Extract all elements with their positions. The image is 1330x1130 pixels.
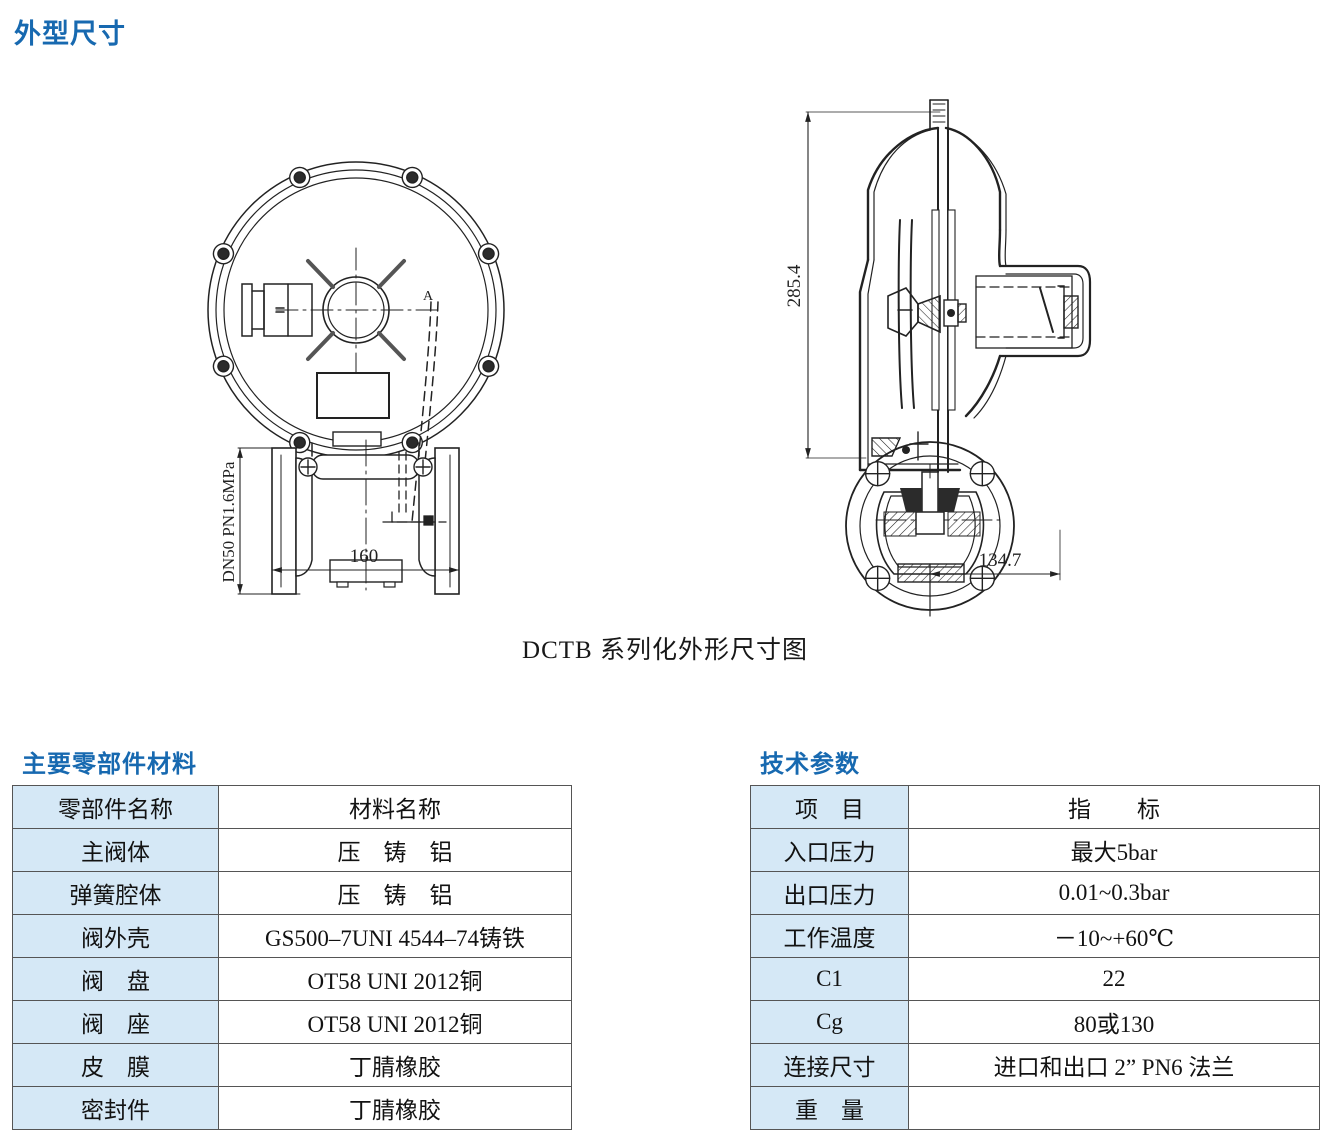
tech-key: Cg xyxy=(750,1000,909,1044)
dimension-134-label: 134.7 xyxy=(979,550,1022,571)
materials-value: GS500–7UNI 4544–74铸铁 xyxy=(218,914,572,958)
page-title: 外型尺寸 xyxy=(14,19,126,49)
tech-value: 22 xyxy=(908,957,1320,1001)
tech-value: 80或130 xyxy=(908,1000,1320,1044)
materials-value: 压 铸 铝 xyxy=(218,828,572,872)
tech-value: 0.01~0.3bar xyxy=(908,871,1320,915)
table-row: 阀外壳 GS500–7UNI 4544–74铸铁 xyxy=(12,914,572,958)
tech-params-section: 技术参数 项 目 指 标 入口压力 最大5bar 出口压力 0.01~0.3ba… xyxy=(750,744,1320,1130)
tech-key: 出口压力 xyxy=(750,871,909,915)
materials-value: 丁腈橡胶 xyxy=(218,1043,572,1087)
left-view-spring-housing: A xyxy=(207,161,505,595)
materials-key: 密封件 xyxy=(12,1086,219,1130)
table-row: Cg 80或130 xyxy=(750,1000,1320,1044)
materials-key: 阀 盘 xyxy=(12,957,219,1001)
table-header-row: 项 目 指 标 xyxy=(750,785,1320,829)
table-row: 连接尺寸 进口和出口 2” PN6 法兰 xyxy=(750,1043,1320,1087)
table-row: 出口压力 0.01~0.3bar xyxy=(750,871,1320,915)
table-row: 皮 膜 丁腈橡胶 xyxy=(12,1043,572,1087)
materials-table: 零部件名称 材料名称 主阀体 压 铸 铝 弹簧腔体 压 铸 铝 阀外壳 GS50… xyxy=(12,785,572,1130)
materials-key: 阀 座 xyxy=(12,1000,219,1044)
table-row: 主阀体 压 铸 铝 xyxy=(12,828,572,872)
tech-key: 工作温度 xyxy=(750,914,909,958)
materials-value: OT58 UNI 2012铜 xyxy=(218,1000,572,1044)
technical-drawing: A xyxy=(0,60,1330,620)
materials-key: 阀外壳 xyxy=(12,914,219,958)
materials-header-part: 零部件名称 xyxy=(12,785,219,829)
table-row: 入口压力 最大5bar xyxy=(750,828,1320,872)
tech-key: 重 量 xyxy=(750,1086,909,1130)
table-row: 工作温度 －10~+60℃ xyxy=(750,914,1320,958)
tech-value: 进口和出口 2” PN6 法兰 xyxy=(908,1043,1320,1087)
figure-caption: DCTB 系列化外形尺寸图 xyxy=(522,637,808,664)
tech-value: 最大5bar xyxy=(908,828,1320,872)
tech-params-table: 项 目 指 标 入口压力 最大5bar 出口压力 0.01~0.3bar 工作温… xyxy=(750,785,1320,1130)
table-row: C1 22 xyxy=(750,957,1320,1001)
table-header-row: 零部件名称 材料名称 xyxy=(12,785,572,829)
materials-header-material: 材料名称 xyxy=(218,785,572,829)
materials-table-title: 主要零部件材料 xyxy=(22,751,197,778)
tech-key: 连接尺寸 xyxy=(750,1043,909,1087)
materials-value: 压 铸 铝 xyxy=(218,871,572,915)
table-row: 阀 座 OT58 UNI 2012铜 xyxy=(12,1000,572,1044)
tech-table-title: 技术参数 xyxy=(760,751,860,778)
table-row: 阀 盘 OT58 UNI 2012铜 xyxy=(12,957,572,1001)
table-row: 重 量 xyxy=(750,1086,1320,1130)
materials-section: 主要零部件材料 零部件名称 材料名称 主阀体 压 铸 铝 弹簧腔体 压 铸 铝 … xyxy=(12,744,572,1130)
tech-value xyxy=(908,1086,1320,1130)
materials-value: 丁腈橡胶 xyxy=(218,1086,572,1130)
dimension-285-label: 285.4 xyxy=(784,264,805,307)
tech-value: －10~+60℃ xyxy=(908,914,1320,958)
tech-key: C1 xyxy=(750,957,909,1001)
drawing-canvas: A xyxy=(207,99,1092,617)
table-row: 弹簧腔体 压 铸 铝 xyxy=(12,871,572,915)
tech-header-item: 项 目 xyxy=(750,785,909,829)
tech-header-index: 指 标 xyxy=(908,785,1320,829)
materials-key: 弹簧腔体 xyxy=(12,871,219,915)
materials-value: OT58 UNI 2012铜 xyxy=(218,957,572,1001)
dimension-dn50-label: DN50 PN1.6MPa xyxy=(219,461,238,582)
materials-key: 主阀体 xyxy=(12,828,219,872)
dimension-160-label: 160 xyxy=(350,546,379,567)
right-view-cross-section: 285.4 134.7 xyxy=(784,99,1092,617)
detail-marker-a: A xyxy=(423,289,434,304)
tech-key: 入口压力 xyxy=(750,828,909,872)
table-row: 密封件 丁腈橡胶 xyxy=(12,1086,572,1130)
materials-key: 皮 膜 xyxy=(12,1043,219,1087)
